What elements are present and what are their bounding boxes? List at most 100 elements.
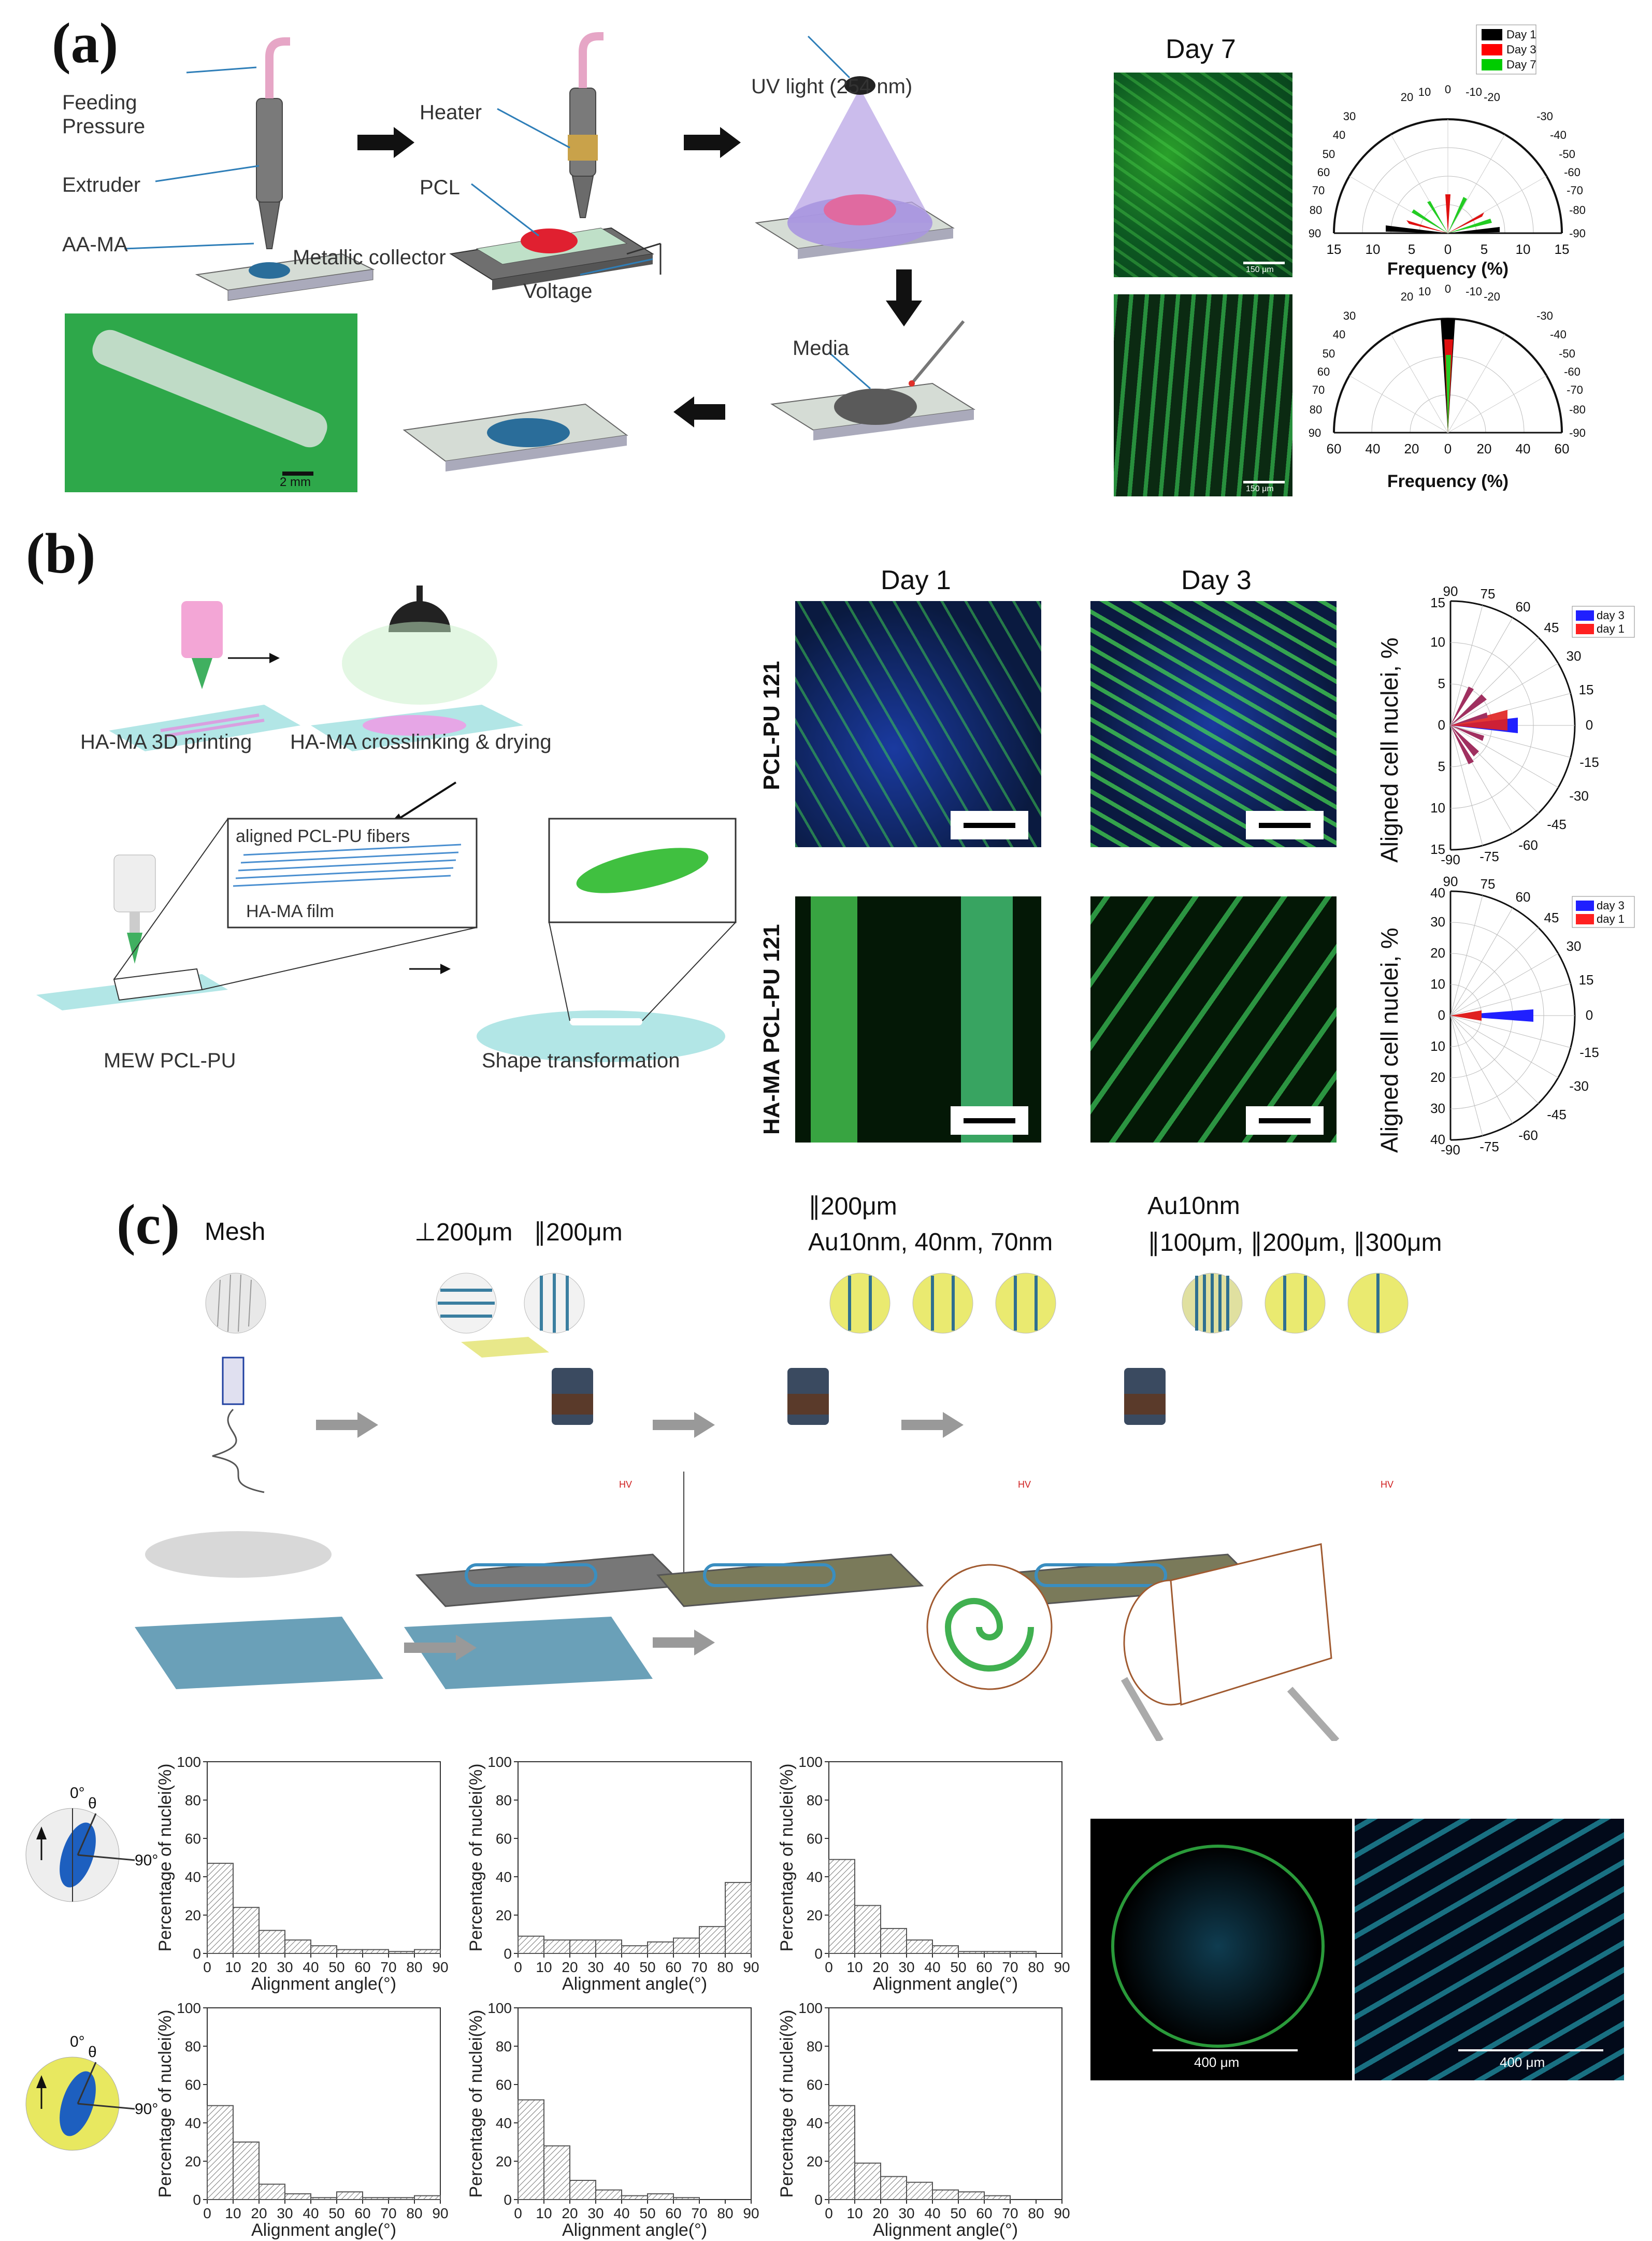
hist-bar [518, 1935, 544, 1954]
polar-a-bottom-x-60r: 60 [1555, 441, 1570, 456]
micro-scale-top: 150 μm [1246, 265, 1274, 274]
hv-label-3: HV [1381, 1479, 1394, 1490]
hist-ytick-label: 100 [177, 1754, 201, 1770]
hist-xtick-label: 0 [514, 1959, 522, 1975]
hist-ytick-label: 40 [496, 2115, 512, 2131]
hist-xtick-label: 20 [562, 2205, 578, 2221]
label-mew: MEW PCL-PU [104, 1049, 236, 1072]
polar-a-top-x-15r: 15 [1555, 241, 1570, 257]
micrograph-c-tube: 400 μm [1355, 1819, 1624, 2080]
label-aligned-fibers: aligned PCL-PU fibers [236, 826, 410, 846]
polar-a-top-tick-m20: -20 [1484, 91, 1500, 104]
scheme1-angle-0: 0° [70, 1785, 85, 1802]
hist-bar [284, 1939, 311, 1954]
hist-bar [362, 2197, 389, 2200]
hist-bar [233, 1907, 260, 1954]
polar-b-top-a-45: 45 [1544, 620, 1559, 635]
polar-a-bottom-tick-m80: -80 [1569, 403, 1585, 416]
polar-b-bottom-a-m30: -30 [1569, 1078, 1589, 1094]
hist-xtick-label: 60 [976, 2205, 992, 2221]
hist-bar [647, 1941, 674, 1954]
hist-bar [543, 2145, 570, 2200]
hist-bar [362, 1949, 389, 1954]
hist-bar [569, 2180, 596, 2200]
hist-ylabel: Percentage of nuclei(%) [155, 1764, 175, 1952]
hist-ytick-label: 100 [487, 1754, 512, 1770]
hist-ytick-label: 40 [496, 1869, 512, 1885]
hist-ytick-label: 0 [814, 1946, 823, 1962]
micrograph-b-r2-d1 [795, 896, 1041, 1143]
hist-ytick-label: 60 [807, 2077, 823, 2093]
hist-xtick-label: 50 [639, 2205, 655, 2221]
hist-bar [854, 2162, 881, 2201]
panel-a-letter: (a) [52, 11, 119, 75]
hist-xtick-label: 80 [406, 1959, 422, 1975]
polar-a-bottom-tick-30: 30 [1343, 309, 1356, 322]
hist-ytick-label: 80 [807, 1792, 823, 1808]
hist-xtick-label: 40 [924, 2205, 940, 2221]
hist-xtick-label: 80 [406, 2205, 422, 2221]
panel-c-letter: (c) [117, 1193, 180, 1256]
polar-b-bottom-r-0: 0 [1438, 1007, 1445, 1023]
col-day3: Day 3 [1181, 565, 1252, 595]
label-shape: Shape transformation [482, 1049, 680, 1072]
polar-b-bottom-a-90: 90 [1443, 876, 1458, 889]
micrograph-b-r1-d3 [1090, 601, 1337, 847]
polar-a-bottom-tick-60: 60 [1317, 365, 1330, 378]
polar-a-top-tick-60: 60 [1317, 166, 1330, 179]
polar-a-top-x-10r: 10 [1516, 241, 1531, 257]
hist-bar [207, 2105, 234, 2200]
hist-xtick-label: 10 [536, 1959, 552, 1975]
polar-b-bottom-a-45: 45 [1544, 910, 1559, 925]
hist-xtick-label: 10 [225, 1959, 241, 1975]
polar-b-bottom-ylabel: Aligned cell nuclei, % [1376, 927, 1403, 1153]
hist-xtick-label: 60 [665, 1959, 681, 1975]
polar-a-bottom-tick-m10: -10 [1466, 285, 1482, 298]
polar-a-top-tick-20: 20 [1401, 91, 1413, 104]
hist-bar [932, 1945, 959, 1954]
micrograph-a-bottom: 150 μm [1114, 294, 1292, 496]
polar-b-bottom-r-10t: 10 [1430, 976, 1445, 992]
hist-ytick-label: 100 [798, 1754, 823, 1770]
hist-xtick-label: 30 [898, 1959, 914, 1975]
polar-b-top-a-0: 0 [1586, 717, 1593, 733]
hist-bar [1010, 1951, 1037, 1954]
polar-b-top-r-15t: 15 [1430, 595, 1445, 610]
hist-ytick-label: 100 [798, 2000, 823, 2016]
hist-xtick-label: 90 [432, 1959, 448, 1975]
hist-bar [621, 1945, 648, 1954]
hist-bar [543, 1939, 570, 1954]
polar-a-bottom-tick-m20: -20 [1484, 290, 1500, 303]
polar-b-top-r-5b: 5 [1438, 759, 1445, 774]
polar-a-top-tick-m70: -70 [1567, 184, 1583, 197]
polar-a-top-xlabel: Frequency (%) [1387, 259, 1509, 279]
hist-xtick-label: 90 [743, 2205, 759, 2221]
hist-xtick-label: 30 [277, 2205, 293, 2221]
polar-a-top-tick-m60: -60 [1564, 166, 1581, 179]
hist-bar [880, 2176, 907, 2201]
hist-bar [984, 2195, 1011, 2201]
polar-b-top-r-10t: 10 [1430, 634, 1445, 650]
hist-bar [647, 2193, 674, 2200]
polar-b-top-a-m30: -30 [1569, 788, 1589, 804]
micrograph-c-rolled: 400 μm [1090, 1819, 1352, 2080]
hist-xtick-label: 20 [872, 2205, 888, 2221]
angle-scheme-2: 0° θ 90° [25, 2033, 158, 2151]
polar-b-bottom-a-60: 60 [1516, 889, 1531, 905]
hist-xtick-label: 60 [354, 2205, 370, 2221]
hist-xtick-label: 50 [950, 1959, 966, 1975]
hist-xtick-label: 10 [846, 1959, 863, 1975]
hist-xtick-label: 80 [1028, 1959, 1044, 1975]
hist-xtick-label: 70 [380, 1959, 396, 1975]
hist-ytick-label: 80 [185, 1792, 201, 1808]
hist-xlabel: Alignment angle(°) [562, 1974, 707, 1994]
polar-a-bottom-tick-m30: -30 [1536, 309, 1553, 322]
hist-bar [621, 2195, 648, 2201]
polar-a-bottom-x-20l: 20 [1404, 441, 1419, 456]
hist-xtick-label: 20 [251, 1959, 267, 1975]
hist-xtick-label: 80 [717, 2205, 733, 2221]
hist-ytick-label: 40 [807, 1869, 823, 1885]
hist-ylabel: Percentage of nuclei(%) [777, 1764, 797, 1952]
hist-xtick-label: 30 [898, 2205, 914, 2221]
